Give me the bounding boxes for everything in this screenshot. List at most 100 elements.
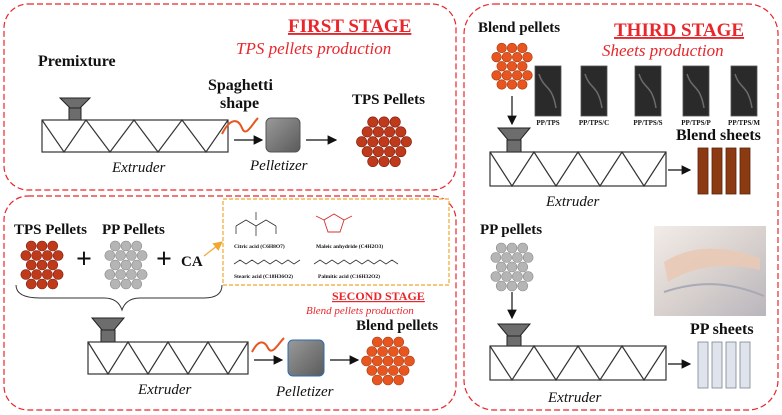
- pellet: [506, 61, 518, 72]
- pp-sheet-strip: [725, 341, 737, 389]
- pellet: [495, 261, 507, 273]
- pellet: [501, 252, 512, 263]
- stearic-acid-label: Stearic acid (C18H36O2): [234, 273, 293, 280]
- pellet: [506, 261, 518, 273]
- pellet: [501, 271, 512, 282]
- pellet: [378, 156, 390, 168]
- tps-pellet-pile-2: [20, 240, 64, 290]
- pellet: [517, 61, 528, 72]
- blend-sheet-strip: [711, 147, 723, 195]
- pellet: [517, 42, 528, 54]
- pp-sheets: [697, 341, 751, 389]
- pellet: [393, 336, 405, 348]
- pp-pellets-label-2: PP Pellets: [102, 222, 165, 238]
- sample-strip: [534, 65, 562, 117]
- pellet: [384, 146, 396, 158]
- pellet: [404, 355, 415, 367]
- pellet: [398, 365, 410, 376]
- pellet: [371, 355, 383, 367]
- premixture-label: Premixture: [38, 53, 116, 70]
- pellet: [522, 252, 534, 263]
- pellet: [393, 374, 405, 386]
- pellet: [377, 365, 388, 376]
- pellet: [120, 240, 132, 252]
- spaghetti-squiggle-2: [251, 337, 285, 353]
- additives-box: [222, 198, 450, 286]
- tps-pellets-label-1: TPS Pellets: [352, 92, 425, 108]
- combine-brace: [15, 284, 223, 312]
- pellet: [517, 261, 529, 273]
- pellet: [366, 365, 378, 376]
- pellet: [20, 269, 32, 280]
- extruder-4: [489, 344, 667, 382]
- pellet: [356, 136, 368, 148]
- pellet: [361, 126, 373, 138]
- pellet: [384, 126, 396, 138]
- stage1-title: FIRST STAGE: [288, 16, 411, 37]
- pellet: [367, 116, 379, 128]
- pellet: [389, 136, 401, 148]
- pellet: [104, 269, 116, 280]
- pellet: [522, 52, 533, 63]
- stage2-frame: [3, 195, 457, 411]
- pellet: [20, 250, 32, 261]
- ca-arrow: [203, 241, 223, 257]
- pellet: [496, 79, 507, 90]
- pellet: [501, 52, 512, 63]
- tps-pellet-pile-1: [356, 116, 412, 168]
- pellet: [382, 355, 394, 367]
- pellet: [512, 252, 523, 263]
- pellet: [389, 116, 401, 128]
- pellet: [109, 278, 121, 290]
- pellet: [490, 271, 502, 282]
- pellet: [517, 280, 529, 292]
- stage2-subtitle: Blend pellets production: [306, 305, 414, 317]
- blend-pellet-pile-3: [491, 42, 533, 90]
- pellet: [367, 156, 379, 168]
- pellet: [382, 336, 394, 348]
- pellet: [42, 269, 53, 280]
- sample-label: PP/TPS/S: [633, 119, 662, 127]
- pelletizer-1-label: Pelletizer: [249, 158, 308, 174]
- pellet: [115, 269, 126, 280]
- pellet: [522, 70, 533, 81]
- extruder-3: [489, 150, 667, 188]
- sample-label: PP/TPS/C: [579, 119, 609, 127]
- spaghetti-label-1: Spaghetti: [208, 77, 273, 94]
- pellet: [522, 271, 534, 282]
- extruder-1: [41, 118, 229, 154]
- pellet: [109, 240, 121, 252]
- pellet: [120, 259, 132, 271]
- stage3-title: THIRD STAGE: [614, 20, 744, 41]
- spaghetti-squiggle-1: [221, 117, 259, 135]
- pelletizer-1: [265, 117, 301, 153]
- palmitic-acid-label: Palmitic acid (C16H32O2): [318, 273, 380, 280]
- plus-sign-1: +: [76, 244, 92, 275]
- pellet: [131, 240, 143, 252]
- pellet: [395, 146, 407, 158]
- pellet: [361, 355, 372, 367]
- extruder-1-label: Extruder: [111, 160, 165, 176]
- pellet: [109, 259, 121, 271]
- pellet: [361, 146, 373, 158]
- pellet: [517, 79, 528, 90]
- pellet: [104, 250, 116, 261]
- extruder-4-label: Extruder: [547, 390, 601, 406]
- pellet: [31, 269, 42, 280]
- pellet: [42, 250, 53, 261]
- palmitic-acid-structure-icon: [313, 259, 399, 265]
- pellet: [496, 61, 507, 72]
- sample-label: PP/TPS/M: [728, 119, 760, 127]
- pellet: [126, 250, 137, 261]
- blend-pellets-label-3: Blend pellets: [478, 20, 560, 36]
- pellet: [501, 70, 512, 81]
- blend-sheet-strip: [697, 147, 709, 195]
- blend-sheets: [697, 147, 751, 195]
- pellet: [389, 156, 401, 168]
- pellet: [126, 269, 137, 280]
- sample-strip: [682, 65, 710, 117]
- pellet: [512, 70, 523, 81]
- pp-sheet-photo: [654, 226, 766, 316]
- pellet: [115, 250, 126, 261]
- pellet: [36, 240, 48, 252]
